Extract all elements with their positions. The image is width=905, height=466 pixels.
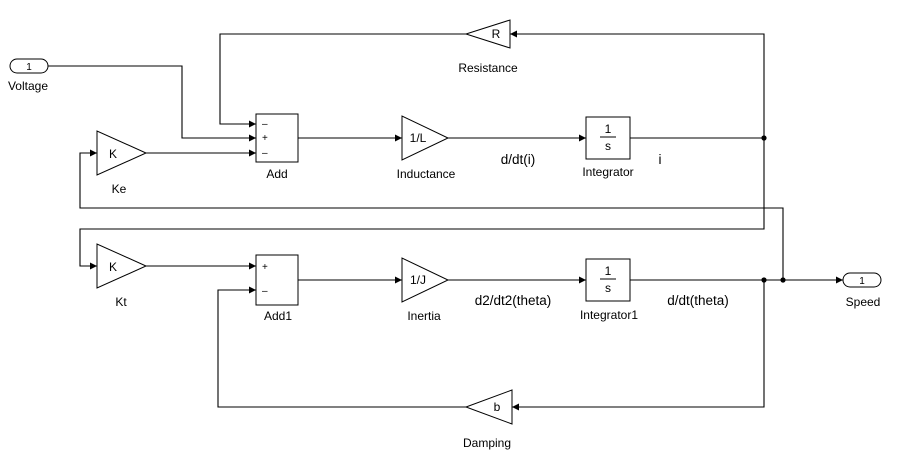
speed-label: Speed xyxy=(846,295,881,309)
wire-speed-to-damping[interactable] xyxy=(512,280,765,411)
branch-point-i xyxy=(761,135,767,141)
add-sum-block[interactable]: – + – Add xyxy=(255,113,299,181)
branch-point-speed-2 xyxy=(780,277,786,283)
wire-resistance-to-add[interactable] xyxy=(219,33,466,128)
speed-outport[interactable]: 1 Speed xyxy=(842,272,882,309)
svg-text:s: s xyxy=(605,139,611,153)
kt-label: Kt xyxy=(115,295,127,309)
wire-i-to-kt[interactable] xyxy=(79,138,765,270)
svg-text:–: – xyxy=(262,148,268,159)
kt-gain-block[interactable]: K Kt xyxy=(96,243,148,309)
integrator1-block[interactable]: 1 s Integrator1 xyxy=(580,258,638,322)
resistance-label: Resistance xyxy=(458,61,518,75)
wire-speed-to-ke[interactable] xyxy=(79,149,784,280)
ke-gain-block[interactable]: K Ke xyxy=(96,130,148,196)
wire-damping-to-add1[interactable] xyxy=(217,286,466,408)
svg-text:–: – xyxy=(262,286,268,297)
add1-sum-block[interactable]: + – Add1 xyxy=(255,254,299,323)
svg-text:R: R xyxy=(492,27,501,41)
svg-text:K: K xyxy=(109,147,117,161)
inertia-gain-block[interactable]: 1/J Inertia xyxy=(401,257,450,323)
ke-label: Ke xyxy=(112,182,127,196)
inductance-gain-block[interactable]: 1/L Inductance xyxy=(397,115,456,181)
svg-text:K: K xyxy=(109,260,117,274)
svg-text:+: + xyxy=(262,262,268,273)
inertia-label: Inertia xyxy=(407,309,441,323)
signal-label-d2theta: d2/dt2(theta) xyxy=(475,293,552,308)
svg-text:b: b xyxy=(494,400,501,414)
voltage-inport[interactable]: 1 Voltage xyxy=(8,58,49,93)
integrator-block[interactable]: 1 s Integrator xyxy=(582,116,634,179)
resistance-gain-block[interactable]: R Resistance xyxy=(458,19,518,75)
svg-text:–: – xyxy=(262,119,268,130)
integrator1-label: Integrator1 xyxy=(580,308,638,322)
svg-text:s: s xyxy=(605,281,611,295)
svg-text:1: 1 xyxy=(605,264,612,278)
inductance-label: Inductance xyxy=(397,167,456,181)
damping-gain-block[interactable]: b Damping xyxy=(463,389,513,450)
damping-label: Damping xyxy=(463,436,511,450)
svg-text:1: 1 xyxy=(859,276,865,287)
add-label: Add xyxy=(266,167,287,181)
signal-lines xyxy=(48,30,843,411)
wire-i-to-resistance[interactable] xyxy=(510,30,765,138)
svg-text:1: 1 xyxy=(605,122,612,136)
branch-point-speed-1 xyxy=(761,277,767,283)
svg-text:1: 1 xyxy=(26,62,32,73)
signal-label-di-dt: d/dt(i) xyxy=(501,152,536,167)
integrator-label: Integrator xyxy=(582,165,633,179)
svg-text:+: + xyxy=(262,133,268,144)
signal-label-dtheta: d/dt(theta) xyxy=(667,293,729,308)
wire-voltage-to-add[interactable] xyxy=(48,65,256,142)
voltage-label: Voltage xyxy=(8,79,48,93)
svg-text:1/J: 1/J xyxy=(410,273,426,287)
branch-points xyxy=(761,135,786,283)
signal-label-i: i xyxy=(659,152,662,167)
add1-label: Add1 xyxy=(264,309,292,323)
svg-text:1/L: 1/L xyxy=(410,131,427,145)
